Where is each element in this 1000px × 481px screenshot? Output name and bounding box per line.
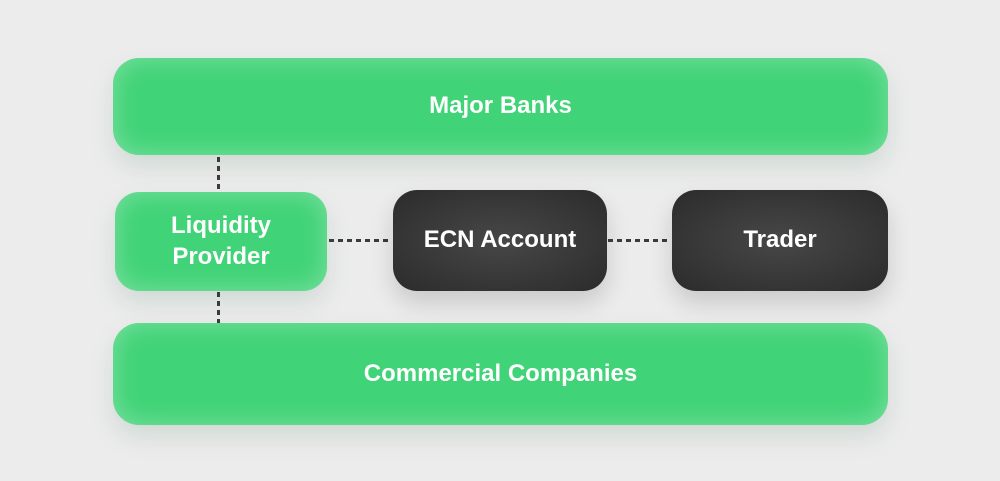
node-major-banks-label: Major Banks	[429, 92, 572, 120]
connector-liquidity-provider-to-commercial-companies	[217, 292, 220, 323]
connector-banks-to-liquidity-provider	[217, 157, 220, 192]
connector-liquidity-provider-to-ecn-account	[329, 239, 392, 242]
connector-ecn-account-to-trader	[608, 239, 671, 242]
node-major-banks: Major Banks	[113, 58, 888, 155]
node-trader: Trader	[672, 190, 888, 291]
node-commercial-companies-label: Commercial Companies	[363, 359, 638, 387]
node-ecn-account-label: ECN Account	[423, 226, 577, 254]
node-liquidity-provider-label: Liquidity Provider	[171, 211, 271, 270]
node-liquidity-provider: Liquidity Provider	[115, 192, 327, 291]
node-ecn-account: ECN Account	[393, 190, 607, 291]
node-trader-label: Trader	[743, 226, 817, 254]
node-commercial-companies: Commercial Companies	[113, 323, 888, 425]
